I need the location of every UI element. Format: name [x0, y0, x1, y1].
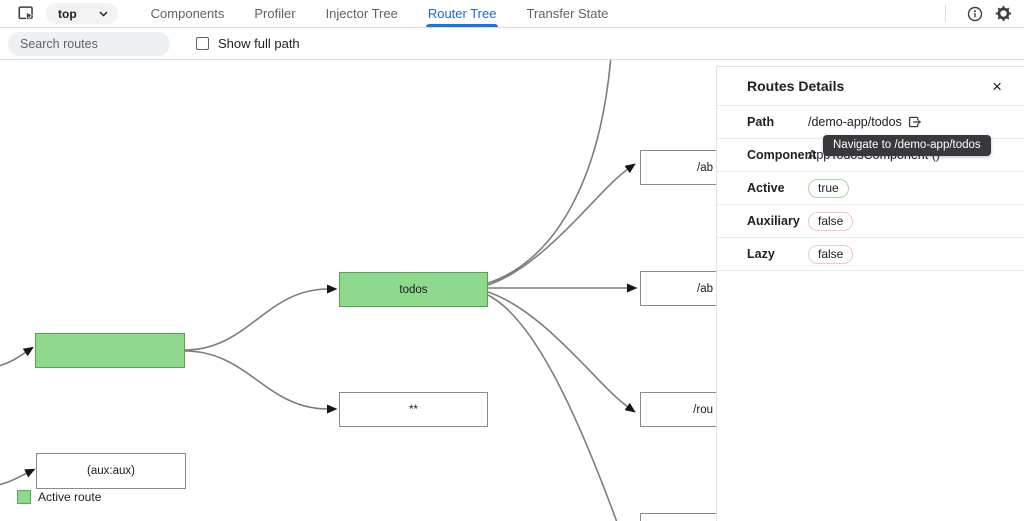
tab-profiler[interactable]: Profiler: [254, 6, 296, 21]
active-route-legend: Active route: [16, 489, 106, 505]
frame-selector-dropdown[interactable]: top: [46, 3, 118, 24]
navigate-tooltip: Navigate to /demo-app/todos: [823, 135, 991, 156]
chevron-down-icon: [99, 11, 108, 17]
route-edges: [0, 60, 638, 521]
show-full-path-control: Show full path: [196, 36, 300, 51]
routes-details-title: Routes Details: [747, 78, 845, 94]
detail-row-lazy: Lazy false: [717, 238, 1024, 271]
tab-bar: Components Profiler Injector Tree Router…: [136, 0, 624, 27]
routes-details-header: Routes Details ×: [717, 67, 1024, 106]
show-full-path-checkbox[interactable]: [196, 37, 209, 50]
search-input[interactable]: [8, 31, 170, 56]
detail-row-active: Active true: [717, 172, 1024, 205]
gear-icon[interactable]: [992, 3, 1014, 25]
active-route-swatch: [17, 490, 31, 504]
header-bar: top Components Profiler Injector Tree Ro…: [0, 0, 1024, 28]
lazy-badge: false: [808, 244, 854, 264]
active-route-legend-label: Active route: [38, 490, 102, 504]
path-value: /demo-app/todos: [808, 115, 902, 129]
header-actions: [945, 3, 1024, 25]
header-divider: [945, 5, 946, 22]
close-icon[interactable]: ×: [986, 76, 1008, 97]
tab-router-tree[interactable]: Router Tree: [413, 0, 512, 27]
router-tree-canvas: todos ** (aux:aux) /ab /ab /rou Active r…: [0, 60, 1024, 521]
route-node-todos[interactable]: todos: [339, 272, 488, 307]
route-node-root[interactable]: [35, 333, 185, 368]
route-node-aux[interactable]: (aux:aux): [36, 453, 186, 489]
active-badge: true: [808, 178, 849, 198]
detail-row-auxiliary: Auxiliary false: [717, 205, 1024, 238]
navigate-icon[interactable]: [908, 115, 922, 129]
info-icon[interactable]: [964, 3, 986, 25]
tab-injector-tree[interactable]: Injector Tree: [325, 6, 398, 21]
show-full-path-label[interactable]: Show full path: [218, 36, 300, 51]
route-node-wildcard[interactable]: **: [339, 392, 488, 427]
tab-transfer-state[interactable]: Transfer State: [526, 6, 609, 21]
auxiliary-badge: false: [808, 211, 854, 231]
tab-components[interactable]: Components: [150, 6, 225, 21]
frame-selector-value: top: [58, 6, 77, 21]
router-toolbar: Show full path: [0, 28, 1024, 60]
inspect-element-icon[interactable]: [16, 4, 36, 24]
